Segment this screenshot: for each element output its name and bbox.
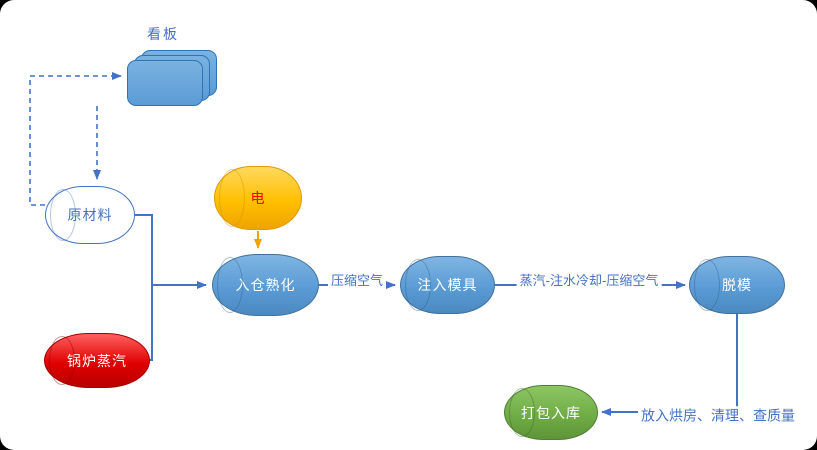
node-aging-label: 入仓熟化 (235, 277, 296, 293)
edge-label-drying-cleaning-quality: 放入烘房、清理、查质量 (638, 406, 798, 426)
node-electricity-label: 电 (250, 190, 266, 206)
kanban-title: 看板 (147, 26, 179, 42)
node-pack-and-store-label: 打包入库 (521, 404, 581, 421)
edge-label-compressed-air: 压缩空气 (327, 271, 387, 291)
edge-label-steam-water-cooling: 蒸汽-注水冷却-压缩空气 (516, 271, 662, 291)
kanban-card-front (127, 60, 203, 106)
node-electricity: 电 (214, 166, 302, 230)
node-boiler-steam-label: 锅炉蒸汽 (67, 352, 127, 369)
node-demold: 脱模 (689, 256, 785, 314)
node-raw-material: 原材料 (45, 186, 135, 244)
node-injection-mold: 注入模具 (400, 256, 495, 314)
kanban-card-stack (127, 50, 219, 108)
node-demold-label: 脱模 (722, 277, 752, 293)
edge-demold-to-packing (601, 314, 738, 416)
node-raw-material-label: 原材料 (67, 207, 113, 223)
edge-inputs-merge-line (135, 214, 153, 361)
node-aging: 入仓熟化 (212, 254, 319, 316)
node-pack-and-store: 打包入库 (504, 385, 598, 440)
node-boiler-steam: 锅炉蒸汽 (44, 333, 150, 388)
node-injection-mold-label: 注入模具 (417, 277, 478, 293)
